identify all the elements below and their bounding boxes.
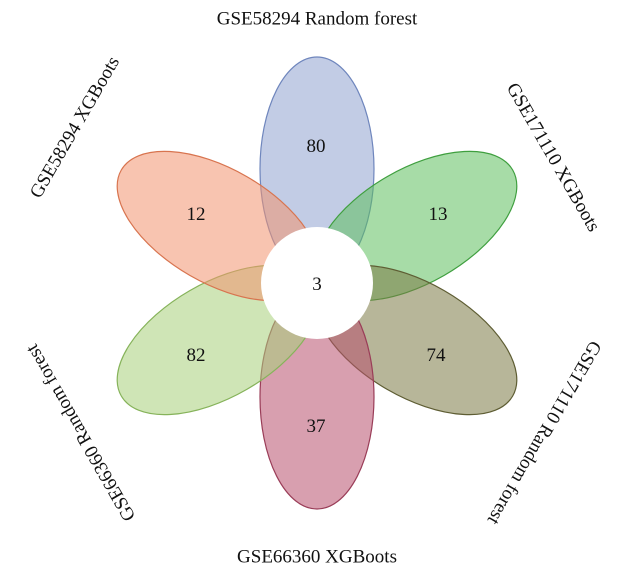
unique-count-3: 74 xyxy=(427,345,447,366)
shared-count-label: 3 xyxy=(312,274,322,295)
counts-group: 80 13 74 37 82 12 xyxy=(187,136,448,437)
set-label-4: GSE66360 XGBoots xyxy=(237,546,397,567)
unique-count-5: 82 xyxy=(187,345,206,366)
unique-count-6: 12 xyxy=(187,204,206,225)
center-circle xyxy=(261,227,373,339)
unique-count-4: 37 xyxy=(307,416,326,437)
set-label-6: GSE58294 XGBoots xyxy=(26,53,124,202)
set-label-1: GSE58294 Random forest xyxy=(217,8,418,29)
unique-count-1: 80 xyxy=(307,136,326,157)
set-label-2: GSE171110 XGBoots xyxy=(502,79,604,235)
unique-count-2: 13 xyxy=(429,204,448,225)
